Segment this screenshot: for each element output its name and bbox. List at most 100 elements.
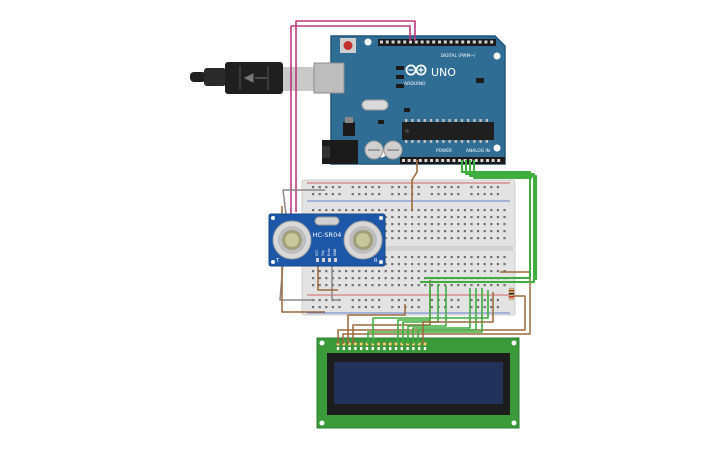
breadboard-hole[interactable]	[384, 223, 387, 226]
breadboard-hole[interactable]	[490, 209, 493, 212]
breadboard-hole[interactable]	[312, 209, 315, 212]
breadboard-hole[interactable]	[457, 306, 460, 309]
breadboard-hole[interactable]	[444, 230, 447, 233]
header-pin[interactable]	[443, 40, 447, 44]
wire-analog-a0[interactable]	[425, 160, 531, 279]
breadboard-hole[interactable]	[417, 223, 420, 226]
breadboard-hole[interactable]	[496, 306, 499, 309]
breadboard-hole[interactable]	[404, 216, 407, 219]
breadboard-hole[interactable]	[404, 284, 407, 287]
breadboard-hole[interactable]	[411, 209, 414, 212]
breadboard-hole[interactable]	[318, 277, 321, 280]
breadboard-hole[interactable]	[437, 193, 440, 196]
breadboard-hole[interactable]	[358, 209, 361, 212]
breadboard-hole[interactable]	[384, 216, 387, 219]
breadboard-hole[interactable]	[496, 284, 499, 287]
breadboard-hole[interactable]	[411, 299, 414, 302]
header-pin[interactable]	[491, 159, 495, 162]
breadboard-hole[interactable]	[470, 223, 473, 226]
breadboard-hole[interactable]	[463, 230, 466, 233]
header-pin[interactable]	[403, 40, 407, 44]
breadboard-hole[interactable]	[318, 186, 321, 189]
breadboard-hole[interactable]	[378, 299, 381, 302]
breadboard-hole[interactable]	[430, 216, 433, 219]
breadboard-hole[interactable]	[391, 186, 394, 189]
header-pin[interactable]	[441, 159, 445, 162]
breadboard-hole[interactable]	[457, 193, 460, 196]
header-pin[interactable]	[449, 40, 453, 44]
breadboard-hole[interactable]	[391, 270, 394, 273]
breadboard-hole[interactable]	[477, 306, 480, 309]
breadboard-hole[interactable]	[430, 186, 433, 189]
breadboard-hole[interactable]	[345, 284, 348, 287]
breadboard-hole[interactable]	[477, 186, 480, 189]
breadboard-hole[interactable]	[483, 237, 486, 240]
breadboard-hole[interactable]	[437, 186, 440, 189]
breadboard-hole[interactable]	[351, 299, 354, 302]
breadboard-hole[interactable]	[417, 263, 420, 266]
wire-lcd-gnd2[interactable]	[347, 304, 406, 344]
header-pin[interactable]	[490, 40, 494, 44]
breadboard-hole[interactable]	[397, 284, 400, 287]
breadboard-hole[interactable]	[444, 299, 447, 302]
breadboard-hole[interactable]	[463, 237, 466, 240]
header-pin[interactable]	[391, 40, 395, 44]
breadboard-hole[interactable]	[424, 263, 427, 266]
header-pin[interactable]	[418, 159, 422, 162]
breadboard-hole[interactable]	[450, 230, 453, 233]
breadboard-hole[interactable]	[325, 270, 328, 273]
breadboard-hole[interactable]	[457, 284, 460, 287]
breadboard-hole[interactable]	[483, 256, 486, 259]
breadboard-hole[interactable]	[457, 223, 460, 226]
breadboard-hole[interactable]	[411, 216, 414, 219]
breadboard-hole[interactable]	[490, 230, 493, 233]
breadboard-hole[interactable]	[496, 193, 499, 196]
breadboard-hole[interactable]	[371, 299, 374, 302]
breadboard-hole[interactable]	[391, 193, 394, 196]
breadboard-hole[interactable]	[444, 186, 447, 189]
breadboard-hole[interactable]	[483, 193, 486, 196]
breadboard-hole[interactable]	[351, 306, 354, 309]
breadboard-hole[interactable]	[496, 263, 499, 266]
breadboard-hole[interactable]	[477, 216, 480, 219]
breadboard-hole[interactable]	[490, 256, 493, 259]
breadboard-hole[interactable]	[378, 277, 381, 280]
breadboard-hole[interactable]	[404, 186, 407, 189]
breadboard-hole[interactable]	[437, 216, 440, 219]
breadboard-hole[interactable]	[444, 306, 447, 309]
breadboard-hole[interactable]	[483, 306, 486, 309]
breadboard-hole[interactable]	[384, 284, 387, 287]
wires[interactable]	[279, 20, 537, 344]
breadboard-hole[interactable]	[496, 256, 499, 259]
breadboard-hole[interactable]	[312, 186, 315, 189]
breadboard-hole[interactable]	[371, 193, 374, 196]
breadboard-hole[interactable]	[424, 230, 427, 233]
breadboard-hole[interactable]	[391, 263, 394, 266]
breadboard-hole[interactable]	[391, 230, 394, 233]
wire-sensor-vcc[interactable]	[317, 262, 338, 291]
breadboard-hole[interactable]	[384, 270, 387, 273]
header-pin[interactable]	[455, 40, 459, 44]
breadboard-hole[interactable]	[391, 277, 394, 280]
breadboard-hole[interactable]	[318, 306, 321, 309]
breadboard-hole[interactable]	[358, 186, 361, 189]
breadboard-hole[interactable]	[378, 306, 381, 309]
header-pin[interactable]	[424, 159, 428, 162]
breadboard-hole[interactable]	[411, 223, 414, 226]
breadboard-hole[interactable]	[397, 299, 400, 302]
header-pin[interactable]	[380, 40, 383, 44]
breadboard-hole[interactable]	[470, 263, 473, 266]
breadboard-hole[interactable]	[338, 306, 341, 309]
breadboard-hole[interactable]	[490, 193, 493, 196]
lcd-pin[interactable]	[382, 341, 387, 347]
wire-lcd-d5[interactable]	[402, 284, 439, 344]
breadboard-hole[interactable]	[490, 299, 493, 302]
usb-cable[interactable]	[190, 62, 317, 94]
breadboard-hole[interactable]	[331, 209, 334, 212]
breadboard-hole[interactable]	[391, 237, 394, 240]
breadboard-hole[interactable]	[437, 230, 440, 233]
breadboard-hole[interactable]	[312, 284, 315, 287]
wire-sensor-gnd[interactable]	[331, 262, 340, 301]
breadboard-hole[interactable]	[378, 193, 381, 196]
